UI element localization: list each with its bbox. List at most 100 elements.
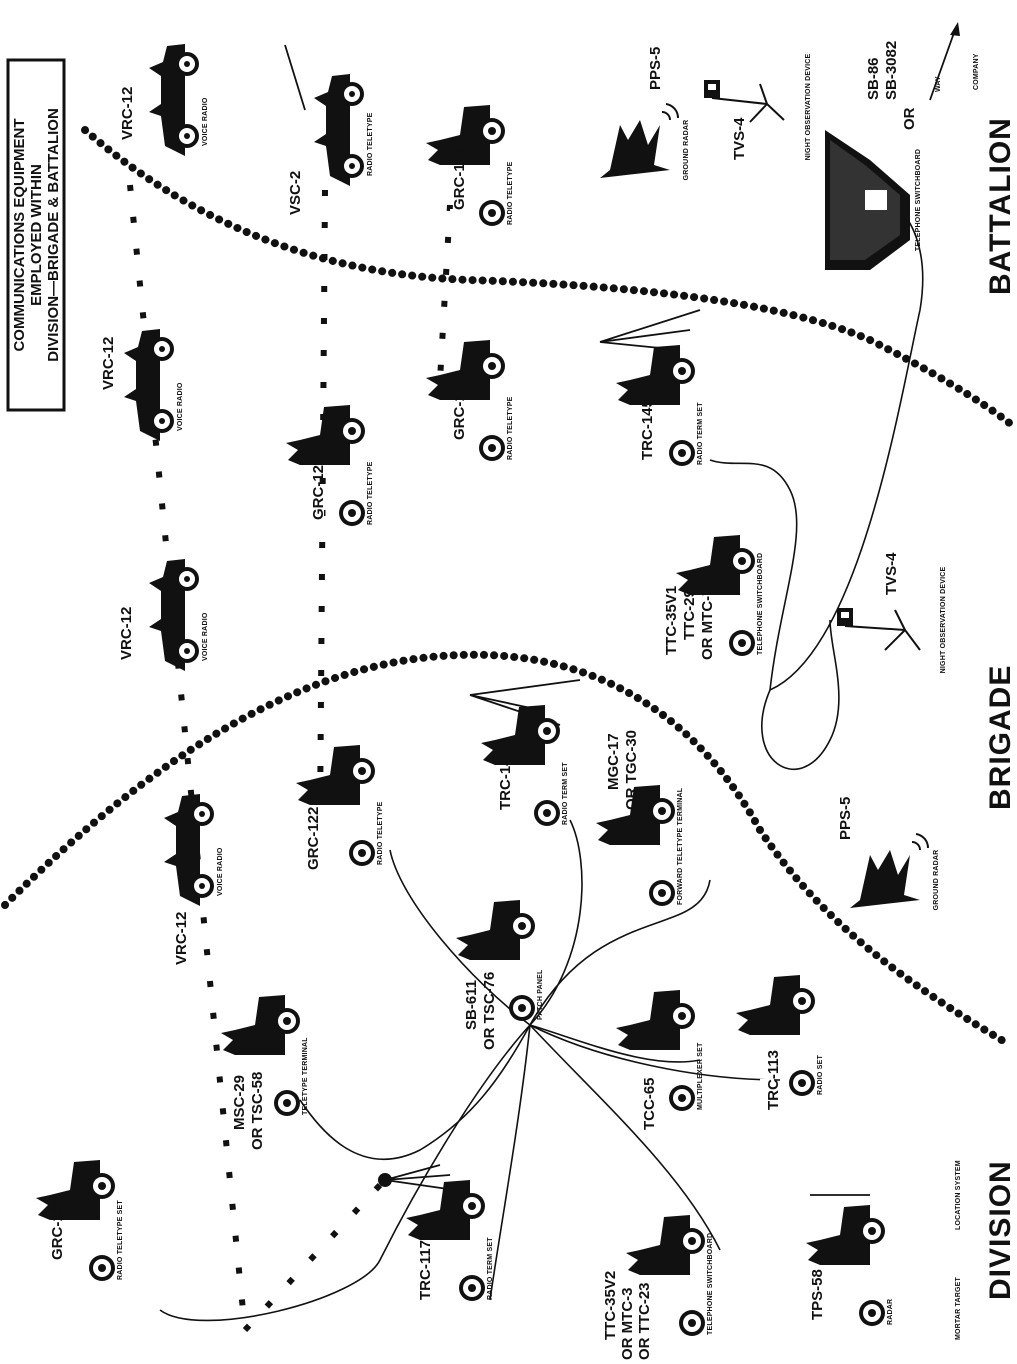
label-mgc-17-b: OR TGC-30 [623,730,640,810]
tps-58-caption: RADAR [887,1299,894,1325]
company-arrow-caption: WAY [935,76,942,92]
pps-5-brigade-caption: GROUND RADAR [933,850,940,911]
label-pps-5-a: PPS-5 [837,797,854,840]
tvs-4-battalion-device: NIGHT OBSERVATION DEVICE [704,54,812,160]
grc-122-brigade-caption: RADIO TELETYPE [377,801,384,865]
region-battalion: BATTALION [984,117,1017,295]
label-pps-5-b: PPS-5 [647,47,664,90]
trc-117-caption: RADIO TERM SET [487,1237,494,1300]
label-vsc-2: VSC-2 [287,171,304,215]
ttc-35v1-vehicle: TELEPHONE SWITCHBOARD [676,535,764,665]
vrc-12-jeep-1-caption: VOICE RADIO [217,847,224,896]
grc-142-1-caption: RADIO TELETYPE [507,396,514,460]
sb-86-switchboard-bunker: TELEPHONE SWITCHBOARD [825,130,922,270]
grc-142-2-caption: RADIO TELETYPE [507,161,514,225]
vrc-12-jeep-3-caption: VOICE RADIO [177,382,184,431]
company-caption: COMPANY [973,53,980,90]
vsc-2-caption: RADIO TELETYPE [367,112,374,176]
label-tcc-65: TCC-65 [641,1077,658,1130]
vrc-12-brigade-jeep-1: VOICE RADIO [164,794,224,906]
mgc-17-caption: FORWARD TELETYPE TERMINAL [677,787,684,905]
msc-29-caption: TELETYPE TERMINAL [302,1037,309,1115]
tps-58-caption-c: LOCATION SYSTEM [955,1160,962,1230]
grc-122-brigade-2-caption: RADIO TELETYPE [367,461,374,525]
label-vrc-12-c: VRC-12 [100,337,117,390]
vrc-12-battalion-jeep-2: VOICE RADIO [149,44,209,156]
cable-runs [159,209,924,1322]
grc-142-vehicle-2: RADIO TELETYPE [426,105,514,235]
grc-142-vehicle-1: RADIO TELETYPE [426,340,514,470]
label-grc-122-division: GRC-122 [49,1197,66,1260]
vrc-12-jeep-2-caption: VOICE RADIO [202,612,209,661]
title-box: COMMUNICATIONS EQUIPMENT EMPLOYED WITHIN… [6,58,66,412]
sb-611-vehicle: PATCH PANEL [456,900,544,1030]
label-ttc-35v2-a: TTC-35V2 [602,1271,619,1340]
label-grc-122-c: GRC-122 [310,457,327,520]
tps-58-vehicle: RADAR [806,1205,894,1335]
pps-5-battalion-radar: GROUND RADAR [600,103,690,181]
label-vrc-12-b: VRC-12 [118,607,135,660]
trc-145-battalion-caption: RADIO TERM SET [697,402,704,465]
trc-145-brigade-vehicle: RADIO TERM SET [481,705,569,835]
pps-5-battalion-caption: GROUND RADAR [683,120,690,181]
ttc-35v2-caption: TELEPHONE SWITCHBOARD [707,1233,714,1335]
label-tvs-4-a: TVS-4 [883,552,900,595]
equipment-labels: GRC-122 TRC-117 TTC-35V2 OR MTC-3 OR TTC… [49,41,918,1360]
radio-links [127,184,453,1333]
label-tvs-4-b: TVS-4 [731,117,748,160]
label-ttc-35v2-b: OR MTC-3 [619,1288,636,1361]
vrc-12-battalion-jeep-1: VOICE RADIO [124,329,184,441]
label-trc-145-b: TRC-145 [639,399,656,460]
trc-145-battalion-vehicle: RADIO TERM SET [616,345,704,475]
region-brigade: BRIGADE [984,665,1017,810]
label-sb-611-b: OR TSC-76 [481,972,498,1050]
vsc-2-jeep: RADIO TELETYPE [314,74,374,186]
label-vrc-12-a: VRC-12 [173,912,190,965]
trc-145-brigade-caption: RADIO TERM SET [562,762,569,825]
region-division: DIVISION [984,1160,1017,1300]
tcc-65-vehicle: MULTIPLEXER SET [616,990,704,1120]
tcc-65-caption: MULTIPLEXER SET [697,1042,704,1110]
label-grc-142-a: GRC-142 [451,377,468,440]
grc-122-division-vehicle: RADIO TELETYPE SET [36,1160,124,1290]
label-grc-142-b: GRC-142 [451,147,468,210]
label-msc-29-a: MSC-29 [231,1075,248,1130]
vrc-12-brigade-jeep-2: VOICE RADIO [149,559,209,671]
tvs-4-brigade-device: NIGHT OBSERVATION DEVICE [837,567,947,674]
msc-29-vehicle: TELETYPE TERMINAL [221,995,309,1125]
battalion-boundary [81,126,1016,429]
label-sb-611-a: SB-611 [463,980,480,1030]
sb-611-caption: PATCH PANEL [537,969,544,1020]
ttc-35v1-caption: TELEPHONE SWITCHBOARD [757,553,764,655]
tps-58-caption-b: MORTAR TARGET [955,1276,962,1340]
title-line-3: DIVISION—BRIGADE & BATTALION [45,108,62,362]
label-ttc-35v1-a: TTC-35V1 [663,586,680,655]
trc-113-vehicle: RADIO SET [736,975,824,1105]
title-line-1: COMMUNICATIONS EQUIPMENT [11,118,28,351]
trc-113-caption: RADIO SET [817,1055,824,1095]
label-trc-145-a: TRC-145 [497,749,514,810]
sb-86-caption: TELEPHONE SWITCHBOARD [915,149,922,251]
label-sb-86-a: SB-86 [865,57,882,100]
label-sb-86-b: SB-3082 [883,41,900,100]
label-vrc-12-d: VRC-12 [119,87,136,140]
label-or: OR [901,107,918,130]
grc-122-brigade-vehicle-2: RADIO TELETYPE [286,405,374,535]
company-arrow: WAY COMPANY [929,22,980,101]
pps-5-brigade-radar: GROUND RADAR [850,833,940,911]
grc-122-division-caption: RADIO TELETYPE SET [117,1200,124,1280]
label-ttc-35v1-c: OR MTC-7 [699,588,716,661]
label-trc-113: TRC-113 [765,1050,782,1110]
vrc-12-jeep-4-caption: VOICE RADIO [202,97,209,146]
trc-117-vehicle: RADIO TERM SET [406,1180,494,1310]
ttc-35v2-vehicle: TELEPHONE SWITCHBOARD [626,1215,714,1345]
label-grc-122-b: GRC-122 [305,807,322,870]
label-ttc-35v2-c: OR TTC-23 [636,1282,653,1360]
label-mgc-17-a: MGC-17 [605,733,622,790]
brigade-boundary [1,650,1014,1049]
label-msc-29-b: OR TSC-58 [249,1072,266,1150]
title-line-2: EMPLOYED WITHIN [28,164,45,306]
tvs-4-brigade-caption: NIGHT OBSERVATION DEVICE [940,567,947,674]
mgc-17-vehicle: FORWARD TELETYPE TERMINAL [596,785,684,915]
